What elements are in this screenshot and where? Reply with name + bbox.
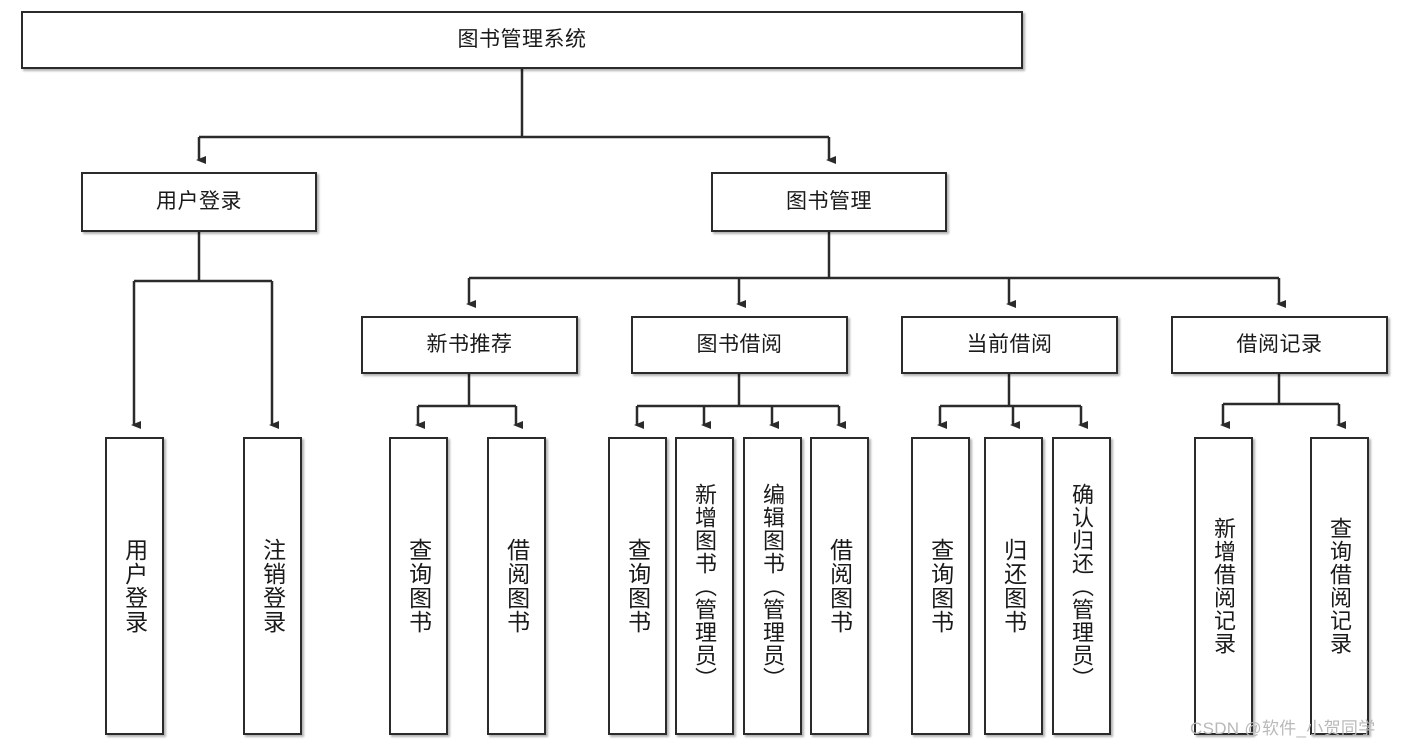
node-book-borrow[interactable]: 图书借阅	[631, 316, 848, 374]
node-leaf-return-book-label: 归还图书	[1000, 538, 1027, 634]
node-leaf-query-book-2[interactable]: 查询图书	[608, 437, 667, 735]
node-borrow-record-label: 借阅记录	[1236, 333, 1323, 357]
node-leaf-query-book-1-label: 查询图书	[405, 538, 432, 634]
node-leaf-query-record-label: 查询借阅记录	[1327, 517, 1353, 655]
node-leaf-query-book-3-label: 查询图书	[927, 538, 954, 634]
node-leaf-borrow-book-2[interactable]: 借阅图书	[810, 437, 869, 735]
node-leaf-add-book-label: 新增图书（管理员）	[692, 482, 718, 690]
node-leaf-borrow-book-1[interactable]: 借阅图书	[487, 437, 546, 735]
node-leaf-borrow-book-1-label: 借阅图书	[503, 538, 530, 634]
node-root-label: 图书管理系统	[457, 28, 587, 52]
node-book-manage-label: 图书管理	[786, 190, 872, 214]
node-leaf-user-login-label: 用户登录	[121, 538, 148, 634]
node-borrow-record[interactable]: 借阅记录	[1171, 316, 1388, 374]
node-leaf-query-book-3[interactable]: 查询图书	[911, 437, 970, 735]
node-root[interactable]: 图书管理系统	[21, 11, 1023, 69]
node-leaf-add-record[interactable]: 新增借阅记录	[1194, 437, 1253, 735]
node-leaf-confirm-return[interactable]: 确认归还（管理员）	[1052, 437, 1111, 735]
node-leaf-user-login[interactable]: 用户登录	[105, 437, 164, 735]
node-leaf-query-record[interactable]: 查询借阅记录	[1310, 437, 1369, 735]
node-leaf-logout[interactable]: 注销登录	[243, 437, 302, 735]
node-user-login-label: 用户登录	[156, 190, 242, 214]
node-current-borrow[interactable]: 当前借阅	[901, 316, 1118, 374]
node-leaf-add-record-label: 新增借阅记录	[1211, 517, 1237, 655]
node-leaf-query-book-1[interactable]: 查询图书	[389, 437, 448, 735]
node-current-borrow-label: 当前借阅	[966, 333, 1053, 357]
node-new-book-recommend-label: 新书推荐	[426, 333, 513, 357]
node-leaf-logout-label: 注销登录	[259, 538, 286, 634]
node-leaf-borrow-book-2-label: 借阅图书	[826, 538, 853, 634]
node-user-login[interactable]: 用户登录	[81, 172, 317, 232]
node-new-book-recommend[interactable]: 新书推荐	[361, 316, 578, 374]
watermark-text: CSDN @软件_小贺同学	[1190, 719, 1376, 738]
node-book-borrow-label: 图书借阅	[696, 333, 783, 357]
node-leaf-add-book[interactable]: 新增图书（管理员）	[675, 437, 734, 735]
node-book-manage[interactable]: 图书管理	[711, 172, 947, 232]
node-leaf-edit-book-label: 编辑图书（管理员）	[760, 482, 786, 690]
node-leaf-query-book-2-label: 查询图书	[624, 538, 651, 634]
node-leaf-confirm-return-label: 确认归还（管理员）	[1069, 482, 1095, 690]
node-leaf-return-book[interactable]: 归还图书	[984, 437, 1043, 735]
node-leaf-edit-book[interactable]: 编辑图书（管理员）	[743, 437, 802, 735]
